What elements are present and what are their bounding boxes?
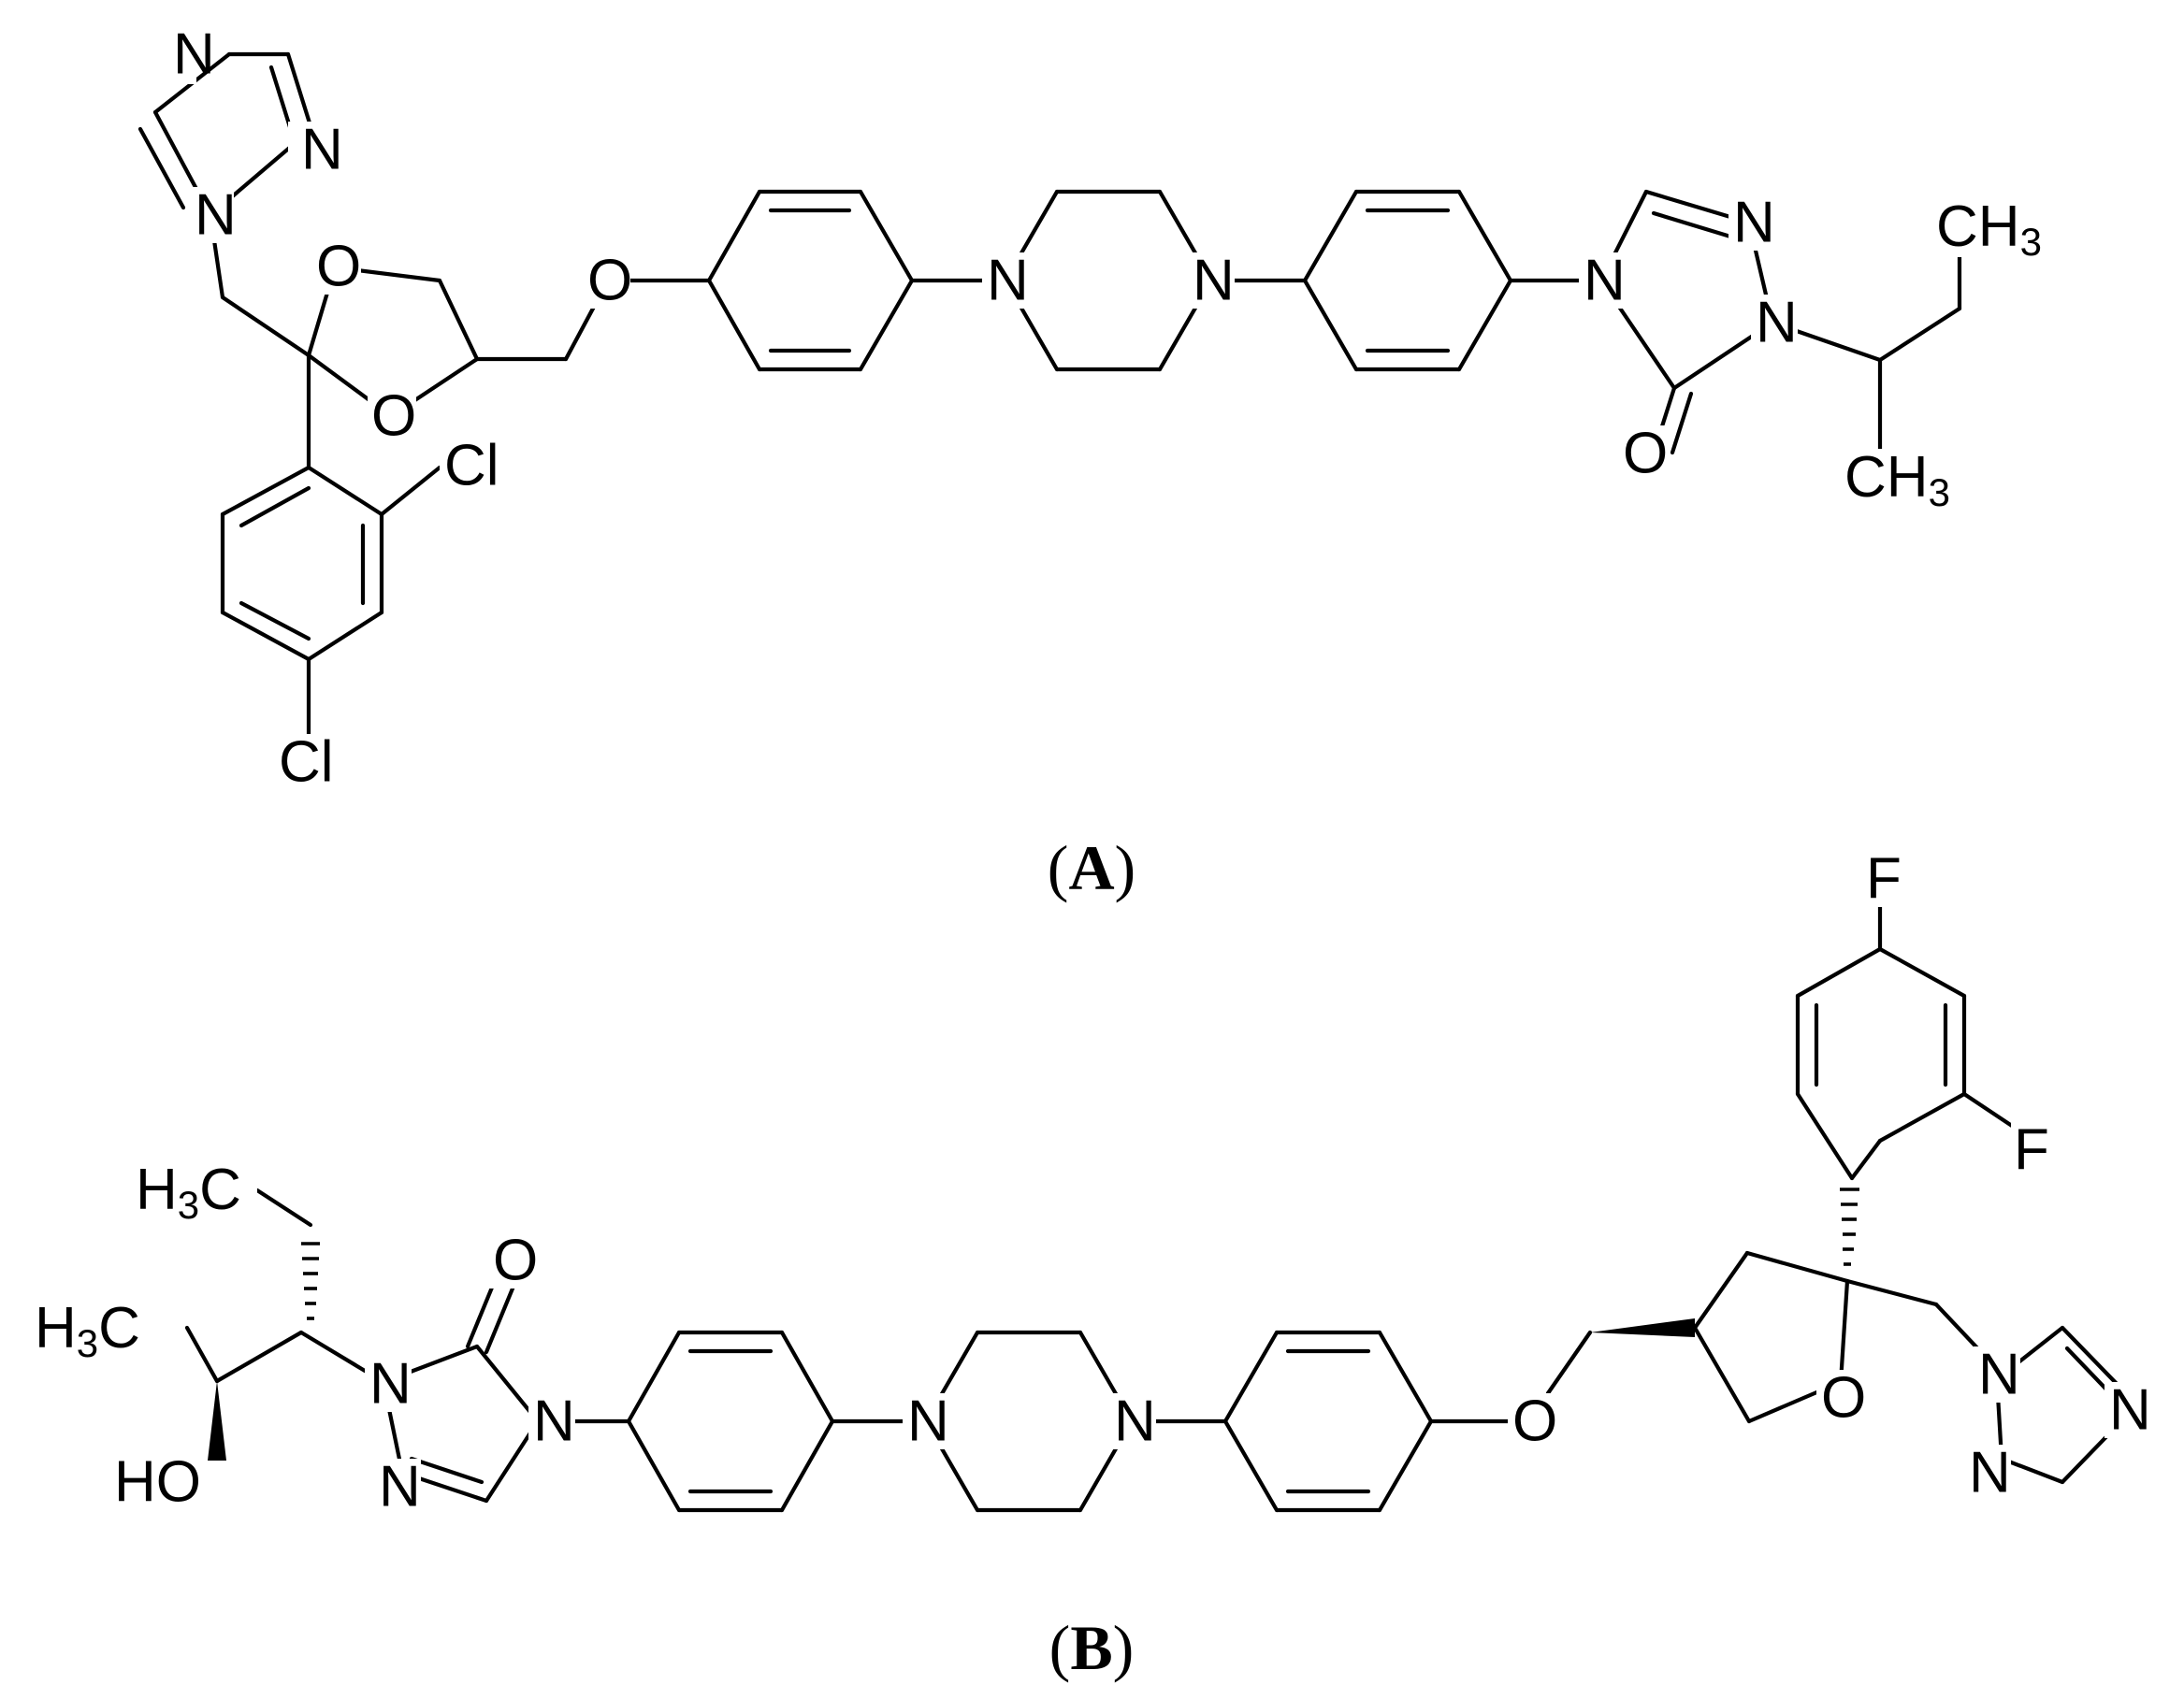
atom-a-cl-ortho: Cl [444,434,499,498]
atom-a-carbonyl-o: O [1623,422,1668,486]
structure-b-piperazine-ring [923,1330,1135,1513]
structure-a-dichlorophenyl-ring [220,353,442,742]
structure-b-phenyl-1 [626,1330,835,1513]
atom-b-h3c-left: H3C [30,1296,156,1365]
atom-a-dioxolane-o-top: O [316,235,361,299]
svg-text:CH3: CH3 [1844,445,1950,514]
structure-a-piperazine-ring [1003,189,1214,372]
structure-b-solid-wedge-thf [1590,1318,1695,1337]
atom-a-tri-n-right: N [301,118,343,182]
structure-b: H3C H3C HO O N N N N N O O F [30,847,2151,1683]
atom-b-f-top: F [1866,847,1902,912]
atom-a-cl-para: Cl [279,730,334,795]
atom-b-triazole-n1: N [1978,1343,2020,1407]
atom-b-ether-o: O [1512,1389,1557,1454]
structure-a-atom-labels: N N N O O Cl Cl O N N N N N O [150,22,2062,795]
structure-b-phenyl-2 [1222,1330,1434,1513]
atom-a-triazolone-n2: N [1733,191,1775,255]
structure-b-solid-wedge-oh [208,1381,226,1461]
svg-text:CH3: CH3 [1936,194,2042,264]
atom-b-triazolone-n4: N [533,1389,575,1454]
atom-b-h3c-top: H3C [131,1158,257,1227]
atom-b-piperazine-n-right: N [1114,1389,1156,1454]
atom-a-tri-n-top: N [173,22,215,87]
atom-a-ch3-bottom: CH3 [1838,445,1974,514]
atom-a-piperazine-n-left: N [987,249,1029,313]
structure-a: N N N O O Cl Cl O N N N N N O [137,22,2062,903]
structure-a-phenyl-2 [1302,189,1513,372]
atom-b-thf-o: O [1821,1366,1866,1431]
atom-a-dioxolane-o-bottom: O [371,384,416,449]
structure-b-difluorophenyl-ring [1795,876,2023,1181]
atom-b-carbonyl-o: O [493,1229,538,1293]
atom-a-piperazine-n-right: N [1193,249,1235,313]
atom-b-triazolone-n2: N [379,1455,421,1519]
atom-b-f-right: F [2014,1118,2049,1183]
svg-text:H3C: H3C [136,1158,241,1227]
atom-a-tri-n1: N [195,183,237,248]
panel-label-a: (A) [1048,832,1135,903]
atom-a-triazolone-n1: N [1756,291,1798,355]
structure-b-hashed-wedge-ethyl [301,1242,320,1320]
structure-a-phenyl-1 [706,189,915,372]
panel-label-b: (B) [1049,1612,1135,1683]
atom-b-triazole-n-bottom: N [1969,1441,2011,1505]
atom-a-ch3-top: CH3 [1927,194,2062,264]
svg-text:H3C: H3C [35,1296,140,1365]
atom-b-triazole-n-right: N [2109,1378,2151,1443]
atom-a-ether-o: O [587,249,632,313]
atom-b-piperazine-n-left: N [907,1389,949,1454]
structure-b-atom-labels: H3C H3C HO O N N N N N O O F [30,847,2151,1519]
atom-a-triazolone-n4: N [1584,249,1626,313]
atom-b-triazolone-n1: N [369,1352,412,1417]
structure-b-hashed-wedge-aryl [1840,1188,1859,1266]
atom-b-ho: HO [114,1450,201,1515]
